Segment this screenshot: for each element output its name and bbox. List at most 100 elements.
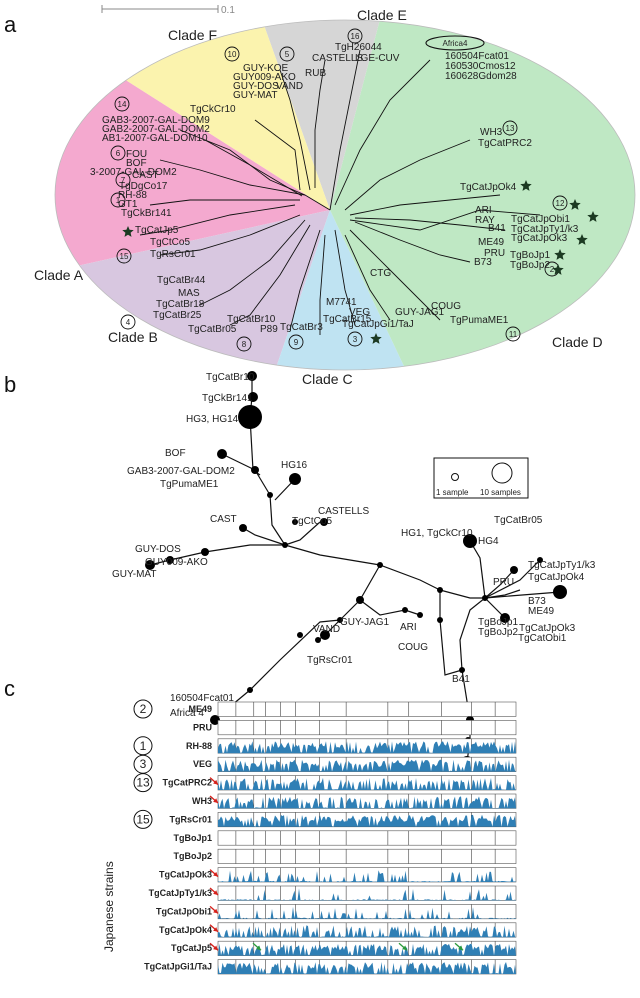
strain-label: VEG [349,307,370,318]
legend-large-circle [491,462,513,484]
network-node-label: TgCatBr10 [206,372,255,383]
star-icon [370,333,382,344]
clade-number: 13 [506,124,515,133]
network-node-label: TgPumaME1 [160,479,219,490]
strain-label: WH3 [480,127,503,138]
clade-label-c: Clade C [302,371,353,387]
strain-label: GT1 [118,199,138,210]
clade-label-f: Clade F [168,27,217,43]
coverage-row-label: TgCatPRC2 [162,778,212,788]
strain-label: TgCatJpOk4 [460,182,517,193]
network-node [377,562,383,568]
coverage-row: TgCatJpTy1/k3 [149,885,517,901]
network-node-label: TgCatObi1 [518,633,567,644]
coverage-row: TgCatJpOk3 [159,867,517,883]
coverage-row-number: 2 [140,702,147,716]
clade-number-circle: 5 [279,46,295,62]
coverage-profile [218,925,516,938]
network-node-label: TgCatJpTy1/k3 [528,560,596,571]
strain-label: TgPumaME1 [450,315,509,326]
network-node [320,518,328,526]
marker-arrow-icon [209,869,219,878]
marker-arrow-icon [252,942,262,951]
network-node [166,556,174,564]
strain-label: TgCatJp5 [135,225,179,236]
coverage-row-label: TgCatJpOk4 [159,925,212,935]
strain-label: TgCkBr141 [121,208,172,219]
strain-label: TgCatBr3 [280,322,323,333]
strain-label: B41 [488,223,506,234]
coverage-row-label: WH3 [192,796,212,806]
clade-number: 5 [285,50,290,59]
clade-number: 3 [353,335,358,344]
strain-label: 160530Cmos12 [445,61,516,72]
strain-label: GUY-KOE [243,63,289,74]
network-node [459,667,465,673]
strain-label: P89 [260,324,278,335]
coverage-profile [218,796,516,809]
coverage-row: TgRsCr01 15 [133,809,517,829]
coverage-row-number: 13 [136,776,150,790]
strain-label: ARI [475,205,492,216]
marker-arrow-icon [209,924,219,933]
network-node-label: 160504Fcat01 [170,693,234,704]
strain-label: RUB [305,68,326,79]
strain-label: TgRsCr01 [150,249,196,260]
marker-arrow-icon [398,942,408,951]
network-node [356,596,364,604]
clade-number: 4 [126,318,131,327]
clade-number: 10 [228,50,237,59]
network-node-label: CAST [210,514,237,525]
clade-number-circle: 3 [347,331,363,347]
clade-number-circle: 11 [505,326,521,342]
coverage-row-number: 15 [136,812,150,826]
strain-label: TgCatBr05 [188,324,237,335]
strain-label: TgCtCo5 [150,237,190,248]
marker-arrow-icon [209,905,219,914]
network-node-label: HG3, HG14 [186,414,239,425]
coverage-row: ME49 2 [133,699,517,719]
strain-label: GAB2-2007-GAL-DOM2 [102,124,210,135]
network-node [437,587,443,593]
network-node-label: TgCatBr05 [494,515,543,526]
clade-number-circle: 15 [116,248,132,264]
network-node [482,595,488,601]
coverage-row-label: TgBoJp1 [173,833,212,843]
coverage-row-label: TgCatJpObi1 [156,906,212,916]
network-node-label: BOF [165,448,186,459]
coverage-row-label: ME49 [188,704,212,714]
network-node-label: HG4 [478,536,499,547]
star-icon [587,211,599,222]
strain-label: GUY-MAT [233,90,277,101]
clade-number: 14 [118,100,127,109]
clade-number-circle: 7 [115,172,131,188]
strain-label: RH-88 [118,190,147,201]
coverage-row: TgCatJp5 [171,940,517,956]
clade-number: 2 [550,265,555,274]
clade-number-circle: 12 [552,195,568,211]
clade-number-circle: 1 [110,192,126,208]
clade-label-b: Clade B [108,329,158,345]
strain-label: M7741 [326,297,357,308]
strain-label: GAB3-2007-GAL-DOM9 [102,115,210,126]
clade-number: 11 [509,330,518,339]
star-icon [520,180,532,191]
strain-label: 3-2007-GAL-DOM2 [90,167,177,178]
network-node-label: ARI [400,622,417,633]
sector-clade-c [265,210,420,370]
clade-number: 16 [351,32,360,41]
star-icon [122,226,134,237]
network-node [437,617,443,623]
coverage-row-label: TgCatJp5 [171,943,212,953]
network-node [500,613,510,623]
clade-number-circle: 14 [114,96,130,112]
strain-label: B73 [474,257,492,268]
coverage-row-label: RH-88 [186,741,212,751]
japanese-strain-stars [122,180,599,344]
coverage-row-label: TgRsCr01 [169,814,212,824]
strain-label: TgCatBr10 [227,314,276,325]
coverage-tracks: ME492PRURH-881VEG3TgCatPRC213WH3TgRsCr01… [133,699,517,975]
network-node-label: PRU [493,577,514,588]
